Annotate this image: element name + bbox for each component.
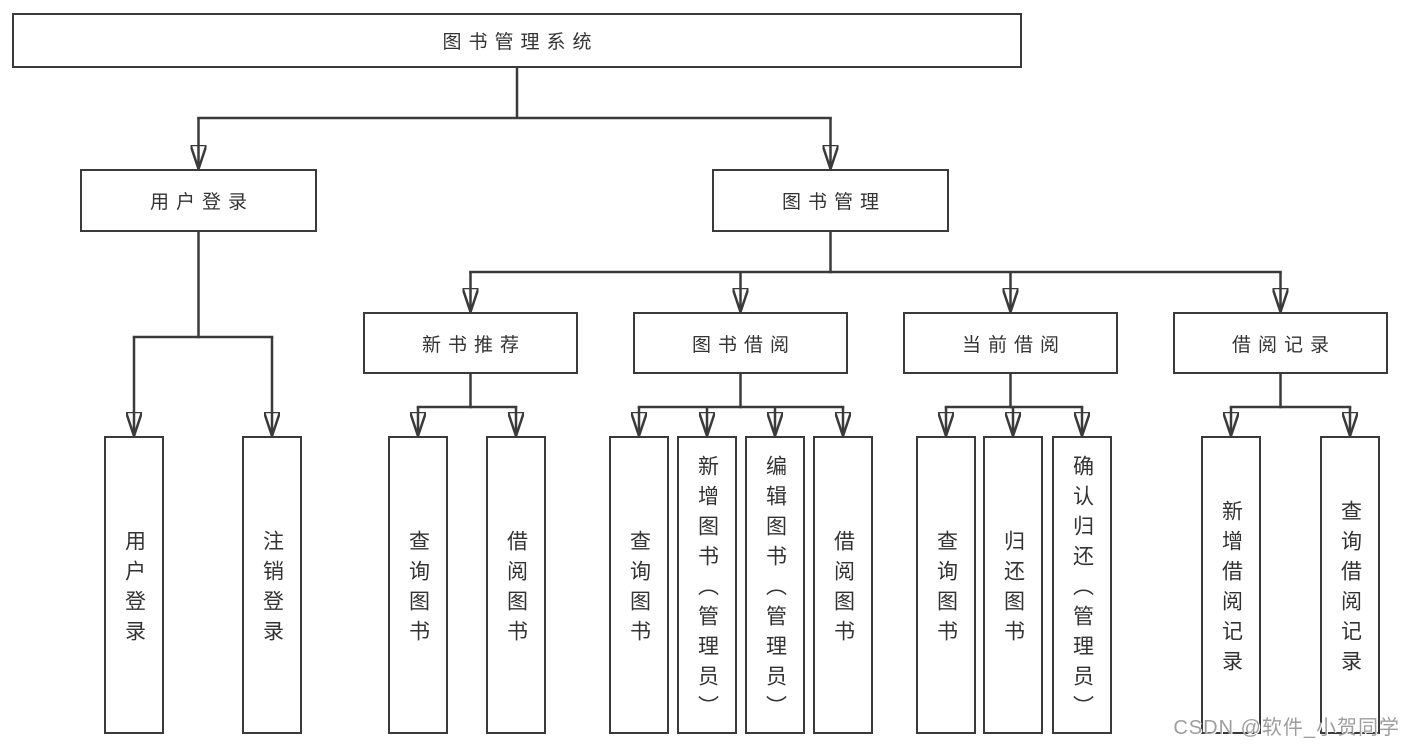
node-new-book-recommendation: 新书推荐 <box>363 312 578 374</box>
connector-book-management-children <box>469 232 1282 312</box>
leaf-add-borrowing-record: 新增借阅记录 <box>1201 436 1261 734</box>
node-current-borrowing: 当前借阅 <box>903 312 1118 374</box>
leaf-borrow-books-recommendation: 借阅图书 <box>486 436 546 734</box>
connector-borrowing-records-children <box>1230 374 1352 436</box>
connector-book-borrowing-children <box>638 374 845 436</box>
leaf-logout: 注销登录 <box>242 436 302 734</box>
connector-user-login-children <box>133 232 274 436</box>
leaf-add-books-admin: 新增图书（管理员） <box>677 436 737 734</box>
node-library-management-system: 图书管理系统 <box>12 13 1022 68</box>
leaf-user-login: 用户登录 <box>104 436 164 734</box>
connector-new-book-recommendation-children <box>417 374 518 436</box>
leaf-query-books-recommendation: 查询图书 <box>388 436 448 734</box>
leaf-query-borrowing-record: 查询借阅记录 <box>1320 436 1380 734</box>
leaf-query-books-current: 查询图书 <box>916 436 976 734</box>
connector-root-to-level2 <box>197 68 832 169</box>
leaf-return-books: 归还图书 <box>983 436 1043 734</box>
node-book-borrowing: 图书借阅 <box>633 312 848 374</box>
connector-current-borrowing-children <box>945 374 1084 436</box>
csdn-watermark: CSDN @软件_小贺同学 <box>1173 717 1400 739</box>
leaf-borrow-books-borrowing: 借阅图书 <box>813 436 873 734</box>
leaf-edit-books-admin: 编辑图书（管理员） <box>745 436 805 734</box>
leaf-query-books-borrowing: 查询图书 <box>609 436 669 734</box>
node-book-management: 图书管理 <box>712 169 949 232</box>
node-borrowing-records: 借阅记录 <box>1173 312 1388 374</box>
node-user-login: 用户登录 <box>80 169 317 232</box>
leaf-confirm-return-admin: 确认归还（管理员） <box>1052 436 1112 734</box>
